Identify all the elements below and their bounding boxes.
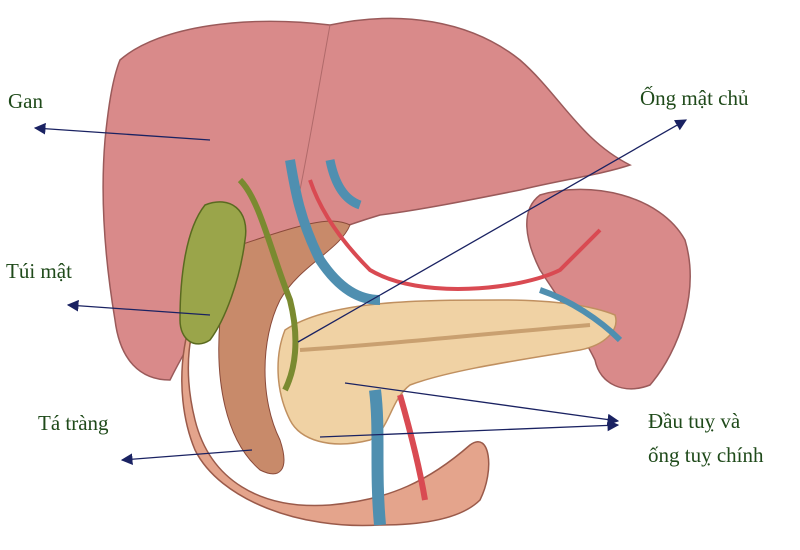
arrow-gallbladder xyxy=(66,299,211,316)
label-liver: Gan xyxy=(8,89,43,113)
label-common-bile-duct: Ống mật chủ xyxy=(640,86,749,110)
duodenum xyxy=(181,259,490,527)
label-pancreas-line1: Đầu tuỵ và xyxy=(648,409,741,433)
label-pancreas-line2: ống tuỵ chính xyxy=(648,443,764,467)
pancreas xyxy=(277,299,617,445)
arrow-duodenum xyxy=(120,449,253,466)
label-gallbladder: Túi mật xyxy=(6,259,72,283)
spleen xyxy=(526,188,691,390)
label-duodenum: Tá tràng xyxy=(38,411,109,435)
arrow-common-bile-duct xyxy=(297,119,688,343)
liver xyxy=(102,17,632,381)
arrow-liver xyxy=(33,122,211,141)
portal-vein xyxy=(285,159,381,305)
pointer-arrows xyxy=(33,119,688,466)
arrow-pancreas-head xyxy=(344,382,620,426)
gallbladder xyxy=(179,201,247,345)
arrow-pancreatic-duct xyxy=(319,419,620,438)
